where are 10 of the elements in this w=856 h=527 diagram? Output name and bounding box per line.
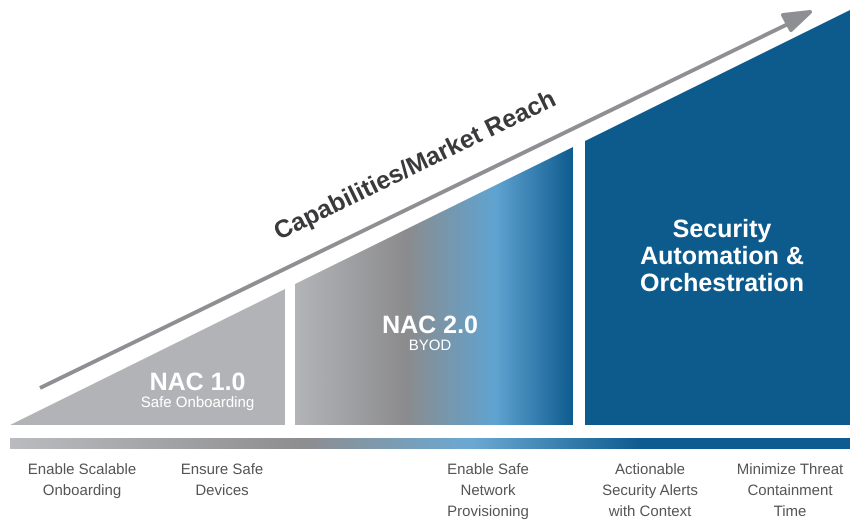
milestone-label: Enable Scalable Onboarding	[26, 460, 138, 501]
milestone-label: Actionable Security Alerts with Context	[601, 460, 699, 522]
stage-title: NAC 2.0	[381, 312, 479, 339]
stage-subtitle: BYOD	[408, 337, 452, 355]
milestone-label: Ensure Safe Devices	[180, 460, 264, 501]
milestone-label: Enable Safe Network Provisioning	[446, 460, 530, 522]
stage-title: NAC 1.0	[148, 369, 246, 396]
milestone-label: Minimize Threat Containment Time	[736, 460, 844, 522]
stage-subtitle: Safe Onboarding	[140, 394, 256, 412]
stage-title: Security Automation & Orchestration	[639, 216, 805, 297]
